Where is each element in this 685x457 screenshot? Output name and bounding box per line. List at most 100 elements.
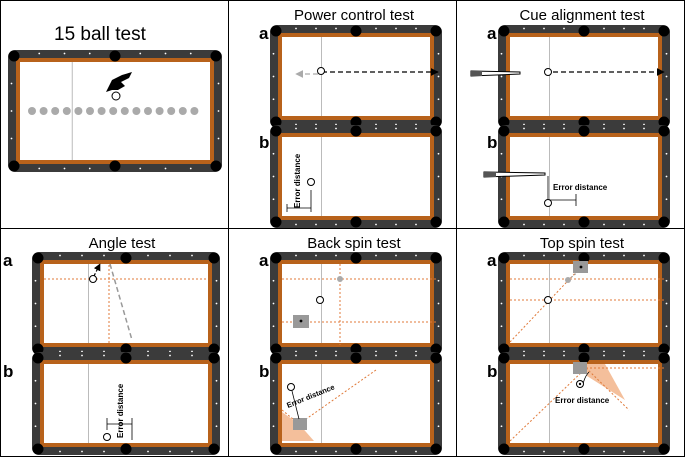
pocket: [578, 116, 590, 128]
pocket: [578, 343, 590, 355]
diamond-marker: [500, 152, 503, 155]
diamond-marker: [523, 123, 525, 126]
diamond-marker: [603, 450, 605, 453]
diamond-marker: [523, 450, 525, 453]
pocket: [109, 50, 121, 62]
pocket: [430, 252, 442, 264]
pocket: [120, 443, 132, 455]
topspin-a-content: [509, 261, 664, 343]
diamond-marker: [147, 354, 149, 357]
object-ball: [39, 107, 48, 115]
pocket: [658, 25, 670, 37]
pocket: [109, 160, 121, 172]
diamond-marker: [523, 127, 525, 130]
diamond-marker: [665, 175, 668, 178]
diamond-marker: [543, 27, 545, 30]
pocket: [350, 125, 362, 137]
diamond-marker: [643, 123, 645, 126]
diamond-marker: [315, 354, 317, 357]
diamond-marker: [34, 402, 37, 405]
diamond-marker: [437, 379, 440, 382]
pocket: [578, 216, 590, 228]
diamond-marker: [500, 302, 503, 305]
diamond-marker: [164, 167, 167, 170]
diamond-marker: [395, 127, 397, 130]
diamond-marker: [437, 425, 440, 428]
pocket: [430, 443, 442, 455]
diamond-marker: [375, 350, 377, 353]
diamond-marker: [563, 450, 565, 453]
diamond-marker: [191, 354, 193, 357]
diamond-marker: [103, 450, 105, 453]
diamond-marker: [164, 52, 167, 55]
diamond-marker: [38, 167, 41, 170]
object-ball: [155, 107, 164, 115]
diamond-marker: [623, 127, 625, 130]
diamond-marker: [500, 402, 503, 405]
diamond-marker: [415, 350, 417, 353]
diamond-marker: [603, 127, 605, 130]
pocket: [578, 443, 590, 455]
diamond-marker: [395, 450, 397, 453]
diamond-marker: [623, 223, 625, 226]
diamond-marker: [103, 254, 105, 257]
object-ball: [190, 107, 199, 115]
diamond-marker: [437, 98, 440, 101]
pocket: [270, 25, 282, 37]
diamond-marker: [643, 127, 645, 130]
pocket: [498, 125, 510, 137]
diamond-marker: [81, 354, 83, 357]
label-backspin-b: b: [259, 362, 269, 381]
diamond-marker: [543, 354, 545, 357]
pocket: [350, 352, 362, 364]
object-ball: [167, 107, 176, 115]
diamond-marker: [543, 350, 545, 353]
diamond-marker: [665, 75, 668, 78]
diamond-marker: [315, 127, 317, 130]
diamond-marker: [623, 27, 625, 30]
pocket: [498, 352, 510, 364]
diamond-marker: [10, 137, 13, 140]
pocket: [270, 343, 282, 355]
diamond-marker: [603, 354, 605, 357]
pocket: [32, 443, 44, 455]
diamond-marker: [191, 254, 193, 257]
pocket: [32, 352, 44, 364]
error-zone: [586, 364, 625, 400]
diamond-marker: [563, 27, 565, 30]
diamond-marker: [395, 350, 397, 353]
diamond-marker: [375, 223, 377, 226]
diamond-marker: [375, 123, 377, 126]
pocket: [270, 116, 282, 128]
object-ball: [74, 107, 83, 115]
diamond-marker: [139, 167, 142, 170]
angle-b-content: Error distance: [103, 383, 133, 441]
diamond-marker: [169, 350, 171, 353]
diamond-marker: [563, 127, 565, 130]
diamond-marker: [59, 350, 61, 353]
diamond-marker: [415, 127, 417, 130]
diamond-marker: [81, 450, 83, 453]
object-ball: [51, 107, 60, 115]
pocket: [210, 50, 222, 62]
label-topspin-a: a: [487, 251, 497, 270]
diamond-marker: [88, 167, 91, 170]
diamond-marker: [272, 198, 275, 201]
diamond-marker: [272, 52, 275, 55]
diamond-marker: [63, 52, 66, 55]
diamond-marker: [643, 223, 645, 226]
diamond-marker: [563, 123, 565, 126]
cue-error-label: Error distance: [553, 183, 608, 192]
diamond-marker: [38, 52, 41, 55]
diamond-marker: [603, 350, 605, 353]
table-angle-b: [32, 352, 220, 455]
diamond-marker: [415, 123, 417, 126]
diamond-marker: [34, 302, 37, 305]
diamond-marker: [335, 354, 337, 357]
diamond-marker: [272, 75, 275, 78]
diamond-marker: [543, 223, 545, 226]
label-angle-a: a: [3, 251, 13, 270]
pocket: [350, 25, 362, 37]
diamond-marker: [643, 354, 645, 357]
diamond-marker: [81, 254, 83, 257]
